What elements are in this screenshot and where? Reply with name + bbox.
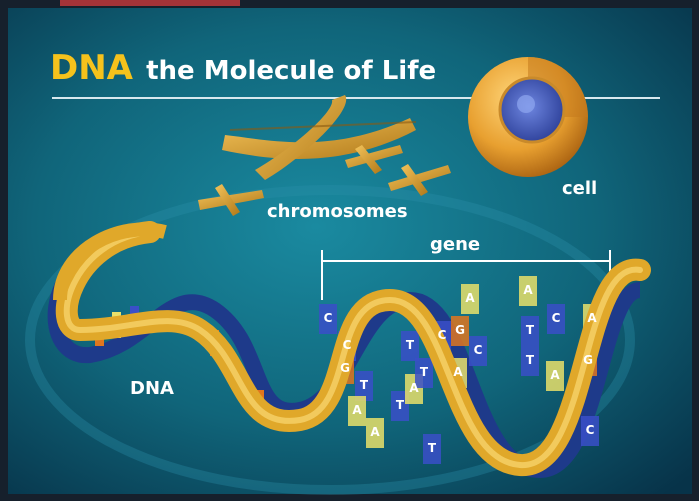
base-letter: C xyxy=(343,338,352,352)
top-edge-artifact xyxy=(60,0,240,6)
base-letter: A xyxy=(352,403,362,417)
base-letter: T xyxy=(420,365,429,379)
base-letter: T xyxy=(360,378,369,392)
cell-label: cell xyxy=(562,178,597,199)
base-letter: T xyxy=(526,323,535,337)
base-letter: A xyxy=(465,291,475,305)
title-rest: the Molecule of Life xyxy=(146,56,436,86)
chromosomes-label: chromosomes xyxy=(267,201,408,222)
base-letter: A xyxy=(587,311,597,325)
base-letter: C xyxy=(586,423,595,437)
base-letter: A xyxy=(370,425,380,439)
base-letter: C xyxy=(438,328,447,342)
base-letter: T xyxy=(526,353,535,367)
gene-label: gene xyxy=(430,234,480,255)
base-letter: G xyxy=(455,323,465,337)
base-letter: A xyxy=(550,368,560,382)
base-letter: A xyxy=(523,283,533,297)
base-letter: T xyxy=(406,338,415,352)
base-letter: C xyxy=(552,311,561,325)
base-letter: A xyxy=(453,365,463,379)
dna-label: DNA xyxy=(130,378,174,399)
cell-illustration xyxy=(468,57,588,177)
base-letter: C xyxy=(324,311,333,325)
title-highlight: DNA xyxy=(50,48,134,88)
base-letter: T xyxy=(396,398,405,412)
base-letter: G xyxy=(583,353,593,367)
base-letter: G xyxy=(340,361,350,375)
base-letter: T xyxy=(428,441,437,455)
base-letter: C xyxy=(474,343,483,357)
base-letter: A xyxy=(409,381,419,395)
